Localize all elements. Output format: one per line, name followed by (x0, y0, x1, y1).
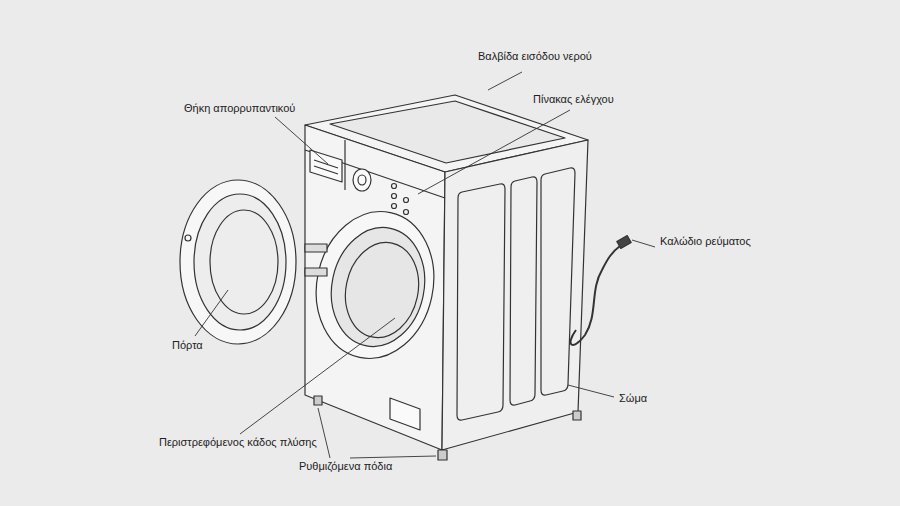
part-label: Πίνακας ελέγχου (531, 93, 616, 106)
leader-line (488, 72, 522, 90)
foot (573, 411, 581, 420)
detergent-drawer (310, 150, 342, 182)
filter-hatch (390, 398, 420, 430)
leader-line (240, 318, 395, 434)
part-label: Ρυθμιζόμενα πόδια (297, 460, 394, 473)
leader-line (632, 240, 655, 247)
door-handle (185, 235, 191, 241)
button (392, 204, 397, 209)
side-panel (541, 168, 575, 395)
foot (438, 450, 447, 460)
part-label: Σώμα (617, 392, 649, 405)
part-label: Πόρτα (170, 339, 205, 352)
plug (617, 236, 631, 249)
program-knob (358, 175, 366, 185)
power-cord (571, 246, 620, 345)
side-panel (510, 177, 537, 405)
side-panel (457, 184, 505, 420)
part-label: Περιστρεφόμενος κάδος πλύσης (157, 436, 319, 449)
door (180, 180, 296, 344)
door-glass (210, 210, 278, 314)
door-glass (194, 194, 286, 330)
part-label: Βαλβίδα εισόδου νερού (476, 50, 594, 63)
part-label: Θήκη απορρυπαντικού (182, 102, 297, 115)
program-knob (353, 169, 371, 191)
button (404, 198, 409, 203)
hinge (305, 268, 327, 276)
door-opening (303, 201, 447, 370)
leader-line (568, 385, 614, 397)
button (392, 184, 397, 189)
leader-line (275, 117, 328, 164)
wash-drum (321, 219, 436, 356)
foot (314, 396, 322, 405)
leader-line (418, 110, 570, 194)
leader-lines (195, 72, 655, 458)
machine-side (442, 140, 588, 450)
leader-line (195, 290, 228, 336)
hinge (305, 244, 327, 252)
part-label: Καλώδιο ρεύματος (658, 235, 753, 248)
leader-line (318, 408, 330, 458)
button (404, 210, 409, 215)
leader-line (350, 456, 436, 458)
button (392, 194, 397, 199)
panel-edge (344, 140, 345, 190)
